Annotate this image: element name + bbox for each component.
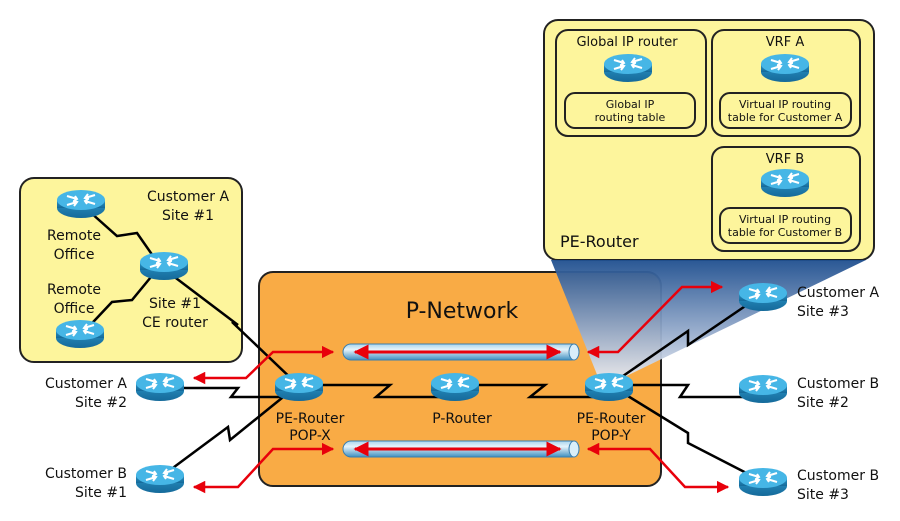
customer-b-site3-label-line2: Site #3 (797, 487, 849, 503)
pe-router-x-label-line1: PE-Router (276, 411, 345, 427)
ce-router-label-line1: Site #1 (149, 296, 201, 312)
vpn-path-b-left (192, 442, 335, 494)
link-pex-p (298, 383, 455, 399)
vrf-b-routing-table (719, 207, 852, 244)
customer-a-site2-label-line1: Customer A (45, 376, 127, 392)
customer-a-site1-box (19, 177, 243, 363)
pe-router-x-label-line2: POP-X (289, 428, 331, 444)
pe-router-y-label-line1: PE-Router (577, 411, 646, 427)
tunnel-bottom (342, 440, 580, 458)
vrf-b-table-line1: Virtual IP routing (739, 213, 831, 226)
customer-b-site2-label-line1: Customer B (797, 376, 879, 392)
link-p-pey (455, 383, 610, 399)
customer-a-site1-title-line1: Customer A (147, 189, 229, 205)
vrf-b-table-line2: table for Customer B (728, 226, 842, 239)
zoom-beam (551, 260, 866, 384)
vpn-path-a-right (586, 280, 724, 359)
customer-a-site3-label-line1: Customer A (797, 285, 879, 301)
ce-router-icon (139, 251, 189, 281)
global-ip-router-icon (603, 53, 653, 83)
remote-office-2-label-line1: Remote (47, 282, 101, 298)
vrf-b-title: VRF B (766, 152, 804, 167)
global-ip-router-title: Global IP router (576, 35, 678, 50)
customer-a-site3-router-icon (738, 282, 788, 312)
customer-b-site1-label-line1: Customer B (45, 466, 127, 482)
customer-b-site3-label-line1: Customer B (797, 468, 879, 484)
vrf-a-router-icon (760, 53, 810, 83)
vrf-a-table-line1: Virtual IP routing (739, 98, 831, 111)
link-remote2-ce (79, 265, 161, 337)
p-network-title: P-Network (406, 299, 519, 324)
customer-b-site1-label-line2: Site #1 (75, 485, 127, 501)
vpn-paths (192, 280, 730, 494)
remote-office-1-label-line1: Remote (47, 228, 101, 244)
customer-a-site2-router-icon (135, 372, 185, 402)
vrf-a-routing-table (719, 92, 852, 129)
tunnel-top (342, 343, 580, 361)
vpn-path-b-right (586, 442, 730, 494)
customer-b-site1-router-icon (135, 464, 185, 494)
pe-router-detail-title: PE-Router (560, 232, 639, 251)
global-table-line1: Global IP (606, 98, 655, 111)
remote-office-1-router-icon (56, 189, 106, 219)
vrf-b-router-icon (760, 168, 810, 198)
vrf-a-table-line2: table for Customer A (728, 111, 843, 124)
pe-router-y-label-line2: POP-Y (591, 428, 631, 444)
link-pey-b2 (610, 383, 760, 399)
pe-router-x-icon (274, 372, 324, 402)
customer-a-site2-label-line2: Site #2 (75, 395, 127, 411)
link-remote1-ce (80, 203, 162, 267)
p-router-label: P-Router (432, 411, 492, 427)
remote-office-1-label-line2: Office (54, 247, 95, 263)
global-table-line2: routing table (595, 111, 666, 124)
remote-office-2-router-icon (55, 319, 105, 349)
global-routing-table (564, 92, 696, 129)
customer-a-site1-title-line2: Site #1 (162, 208, 214, 224)
customer-b-site3-router-icon (738, 467, 788, 497)
vpn-path-a-left (192, 345, 335, 385)
ce-router-label-line2: CE router (142, 315, 208, 331)
customer-a-site3-label-line2: Site #3 (797, 304, 849, 320)
customer-b-site2-router-icon (738, 374, 788, 404)
customer-b-site2-label-line2: Site #2 (797, 395, 849, 411)
pe-router-y-icon (584, 372, 634, 402)
link-a2-pex (162, 386, 298, 399)
vrf-a-title: VRF A (766, 35, 805, 50)
p-router-icon (430, 372, 480, 402)
remote-office-2-label-line2: Office (54, 301, 95, 317)
